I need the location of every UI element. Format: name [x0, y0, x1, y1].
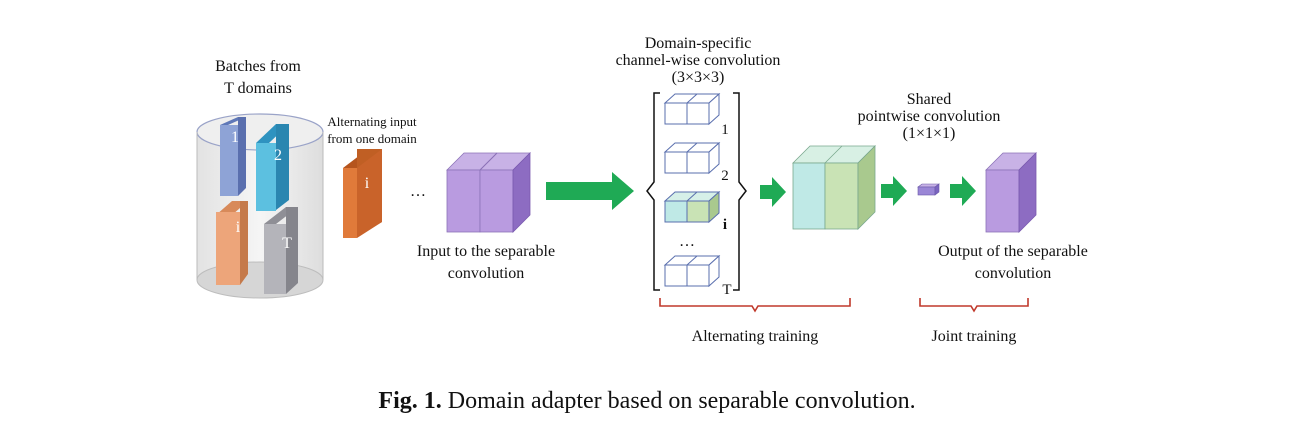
batch-slab-i: i	[216, 201, 248, 285]
domain-specific-label-line2: channel-wise convolution	[616, 52, 781, 69]
joint-training-brace	[919, 298, 1029, 313]
alternating-training-brace	[659, 298, 851, 313]
ellipsis: …	[410, 183, 426, 200]
kernel-2	[663, 141, 721, 175]
alternating-input-label-line1: Alternating input	[327, 114, 417, 129]
shared-label-line3: (1×1×1)	[903, 125, 956, 142]
alternating-input-label-line2: from one domain	[327, 131, 417, 146]
shared-label-line1: Shared	[907, 91, 951, 108]
kernel-bracket-left	[646, 92, 660, 291]
batch-slab-t: T	[264, 207, 298, 294]
batches-label-line2: T domains	[224, 80, 292, 97]
kernel-1	[663, 92, 721, 126]
kernel-ellipsis: …	[679, 233, 695, 250]
kernel-t	[663, 254, 721, 288]
batch-slab-1-label: 1	[231, 129, 239, 146]
alternating-training-label: Alternating training	[692, 328, 819, 345]
batch-slab-2: 2	[256, 124, 289, 211]
kernel-i-index: i	[723, 217, 727, 233]
input-block	[446, 152, 531, 233]
alternating-input-slab-label: i	[365, 175, 370, 192]
figure-caption: Fig. 1. Domain adapter based on separabl…	[0, 388, 1294, 415]
alternating-input-slab: i	[343, 149, 382, 238]
kernel-t-index: T	[722, 282, 731, 298]
shared-label-line2: pointwise convolution	[858, 108, 1001, 125]
output-block	[985, 152, 1037, 233]
kernel-1-index: 1	[721, 122, 729, 138]
batch-slab-1: 1	[220, 117, 246, 196]
feature-block	[792, 145, 876, 230]
domain-specific-label-line3: (3×3×3)	[672, 69, 725, 86]
output-label-line1: Output of the separable	[938, 243, 1088, 260]
arrow-kernels-to-feature	[760, 177, 786, 207]
domain-cylinder: 1 2 i T	[196, 113, 324, 299]
input-label-line1: Input to the separable	[417, 243, 555, 260]
batch-slab-2-label: 2	[274, 147, 282, 164]
kernel-2-index: 2	[721, 168, 729, 184]
kernel-bracket-right	[733, 92, 747, 291]
caption-text: Domain adapter based on separable convol…	[447, 388, 916, 414]
batch-slab-i-label: i	[236, 219, 241, 236]
arrow-pointwise-to-output	[950, 176, 976, 206]
domain-specific-label-line1: Domain-specific	[645, 35, 752, 52]
batches-label-line1: Batches from	[215, 58, 301, 75]
input-label-line2: convolution	[448, 265, 524, 282]
arrow-input-to-kernels	[546, 172, 634, 210]
arrow-feature-to-pointwise	[881, 176, 907, 206]
batch-slab-t-label: T	[282, 235, 292, 252]
caption-prefix: Fig. 1.	[378, 388, 442, 414]
kernel-i	[663, 190, 721, 224]
output-label-line2: convolution	[975, 265, 1051, 282]
pointwise-kernel	[917, 183, 940, 196]
joint-training-label: Joint training	[932, 328, 1017, 345]
